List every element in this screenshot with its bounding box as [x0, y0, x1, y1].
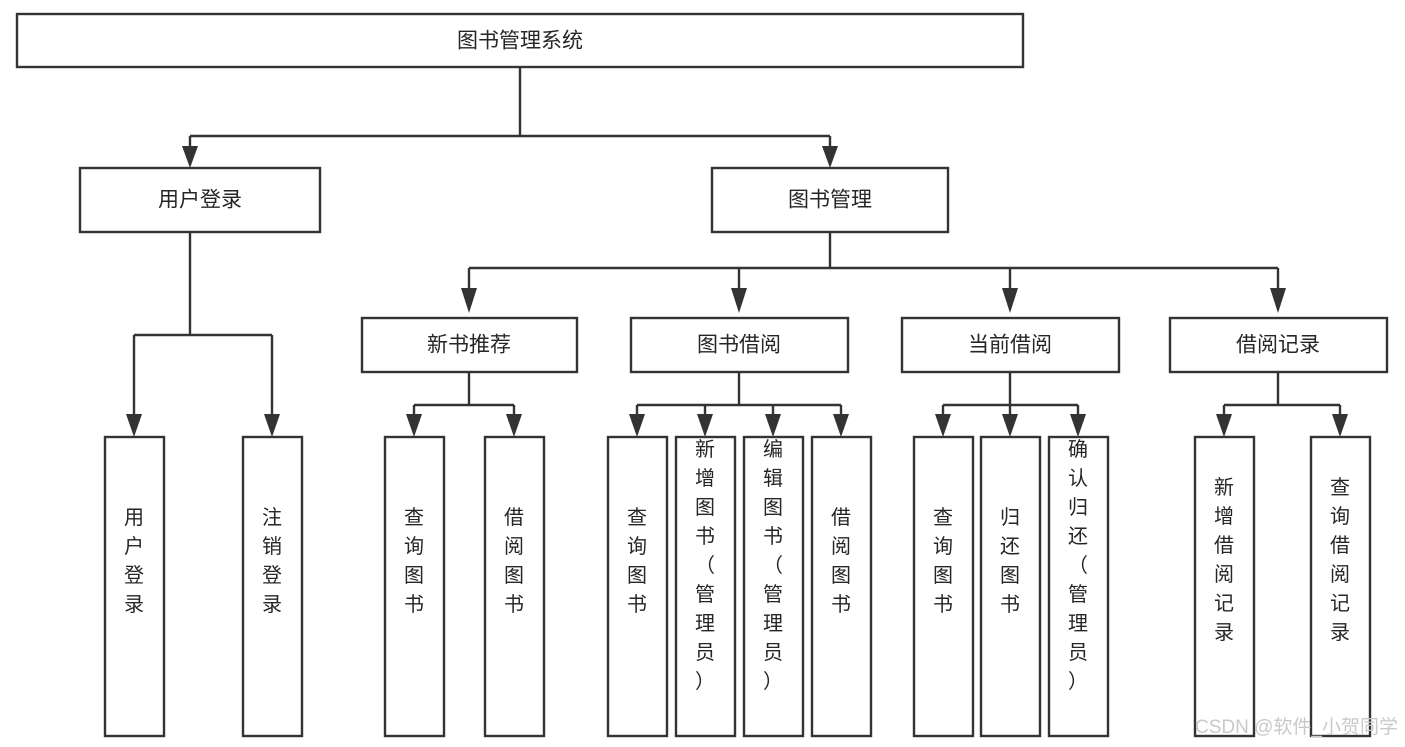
- node-leaf-query-record-box[interactable]: [1309, 435, 1372, 738]
- node-leaf-add-book[interactable]: 新增图书（管理员）: [674, 435, 737, 738]
- node-user-login-box[interactable]: [78, 166, 322, 234]
- arrow-head-leaf-query-book-3: [935, 414, 951, 437]
- node-leaf-user-logout-box[interactable]: [241, 435, 304, 738]
- arrow-head-user-login: [182, 146, 198, 168]
- arrow-head-leaf-borrow-book-1: [506, 414, 522, 437]
- node-book-borrow-box[interactable]: [629, 316, 850, 374]
- arrow-head-leaf-query-book-2: [629, 414, 645, 437]
- arrow-head-leaf-add-record: [1216, 414, 1232, 437]
- node-leaf-confirm-return-box[interactable]: [1047, 435, 1110, 738]
- node-book-borrow[interactable]: 图书借阅: [629, 316, 850, 374]
- node-leaf-query-book-1[interactable]: 查询图书: [383, 435, 446, 738]
- arrow-head-new-book-rec: [461, 288, 477, 313]
- node-user-login-label: 用户登录: [158, 189, 242, 212]
- arrow-head-leaf-return-book: [1002, 414, 1018, 437]
- node-leaf-edit-book-label: 编辑图书（管理员）: [763, 438, 783, 693]
- node-leaf-query-book-3-label: 查询图书: [933, 506, 953, 616]
- arrow-head-leaf-borrow-book-2: [833, 414, 849, 437]
- node-current-borrow-label: 当前借阅: [968, 334, 1052, 357]
- node-leaf-borrow-book-2[interactable]: 借阅图书: [810, 435, 873, 738]
- node-leaf-edit-book-box[interactable]: [742, 435, 805, 738]
- node-leaf-confirm-return-label: 确认归还（管理员）: [1068, 438, 1088, 693]
- node-leaf-query-record[interactable]: 查询借阅记录: [1309, 435, 1372, 738]
- node-leaf-borrow-book-2-box[interactable]: [810, 435, 873, 738]
- connector-layer: [126, 67, 1348, 437]
- csdn-watermark: CSDN @软件_小贺同学: [1195, 716, 1398, 738]
- node-leaf-confirm-return[interactable]: 确认归还（管理员）: [1047, 435, 1110, 738]
- node-user-login[interactable]: 用户登录: [78, 166, 322, 234]
- node-root-box[interactable]: [15, 12, 1025, 69]
- node-book-manage-box[interactable]: [710, 166, 950, 234]
- node-leaf-add-record[interactable]: 新增借阅记录: [1193, 435, 1256, 738]
- node-leaf-borrow-book-2-label: 借阅图书: [831, 506, 851, 616]
- node-leaf-query-book-3-box[interactable]: [912, 435, 975, 738]
- node-leaf-add-book-label: 新增图书（管理员）: [695, 438, 715, 693]
- node-book-manage-label: 图书管理: [788, 189, 872, 212]
- node-leaf-user-login[interactable]: 用户登录: [103, 435, 166, 738]
- arrow-head-book-manage: [822, 146, 838, 168]
- node-leaf-user-logout[interactable]: 注销登录: [241, 435, 304, 738]
- arrow-head-leaf-confirm-return: [1070, 414, 1086, 437]
- node-root[interactable]: 图书管理系统: [15, 12, 1025, 69]
- node-current-borrow-box[interactable]: [900, 316, 1121, 374]
- node-current-borrow[interactable]: 当前借阅: [900, 316, 1121, 374]
- node-leaf-query-book-1-box[interactable]: [383, 435, 446, 738]
- node-leaf-borrow-book-1-box[interactable]: [483, 435, 546, 738]
- node-borrow-record-box[interactable]: [1168, 316, 1389, 374]
- node-new-book-rec-label: 新书推荐: [427, 334, 511, 357]
- arrow-head-borrow-record: [1270, 288, 1286, 313]
- node-leaf-query-book-2[interactable]: 查询图书: [606, 435, 669, 738]
- node-leaf-return-book[interactable]: 归还图书: [979, 435, 1042, 738]
- arrow-head-leaf-user-login: [126, 414, 142, 437]
- arrow-head-leaf-query-book-1: [406, 414, 422, 437]
- arrow-head-leaf-edit-book: [765, 414, 781, 437]
- arrow-head-leaf-add-book: [697, 414, 713, 437]
- node-book-borrow-label: 图书借阅: [697, 334, 781, 357]
- node-root-label: 图书管理系统: [457, 30, 583, 53]
- node-leaf-add-book-box[interactable]: [674, 435, 737, 738]
- node-leaf-return-book-label: 归还图书: [1000, 506, 1020, 616]
- node-borrow-record-label: 借阅记录: [1236, 334, 1320, 357]
- arrow-head-book-borrow: [731, 288, 747, 313]
- node-leaf-return-book-box[interactable]: [979, 435, 1042, 738]
- node-new-book-rec[interactable]: 新书推荐: [360, 316, 579, 374]
- node-leaf-borrow-book-1-label: 借阅图书: [504, 506, 524, 616]
- node-leaf-query-book-2-box[interactable]: [606, 435, 669, 738]
- node-new-book-rec-box[interactable]: [360, 316, 579, 374]
- node-leaf-edit-book[interactable]: 编辑图书（管理员）: [742, 435, 805, 738]
- node-leaf-add-record-box[interactable]: [1193, 435, 1256, 738]
- node-leaf-query-book-3[interactable]: 查询图书: [912, 435, 975, 738]
- node-book-manage[interactable]: 图书管理: [710, 166, 950, 234]
- node-leaf-query-book-1-label: 查询图书: [404, 506, 424, 616]
- arrow-head-leaf-query-record: [1332, 414, 1348, 437]
- node-borrow-record[interactable]: 借阅记录: [1168, 316, 1389, 374]
- node-leaf-user-logout-label: 注销登录: [262, 506, 282, 616]
- node-leaf-query-book-2-label: 查询图书: [627, 506, 647, 616]
- node-leaf-query-record-label: 查询借阅记录: [1330, 476, 1350, 644]
- node-leaf-user-login-box[interactable]: [103, 435, 166, 738]
- arrow-head-current-borrow: [1002, 288, 1018, 313]
- node-leaf-borrow-book-1[interactable]: 借阅图书: [483, 435, 546, 738]
- node-leaf-user-login-label: 用户登录: [124, 507, 144, 616]
- arrow-head-leaf-user-logout: [264, 414, 280, 437]
- node-leaf-add-record-label: 新增借阅记录: [1214, 476, 1234, 644]
